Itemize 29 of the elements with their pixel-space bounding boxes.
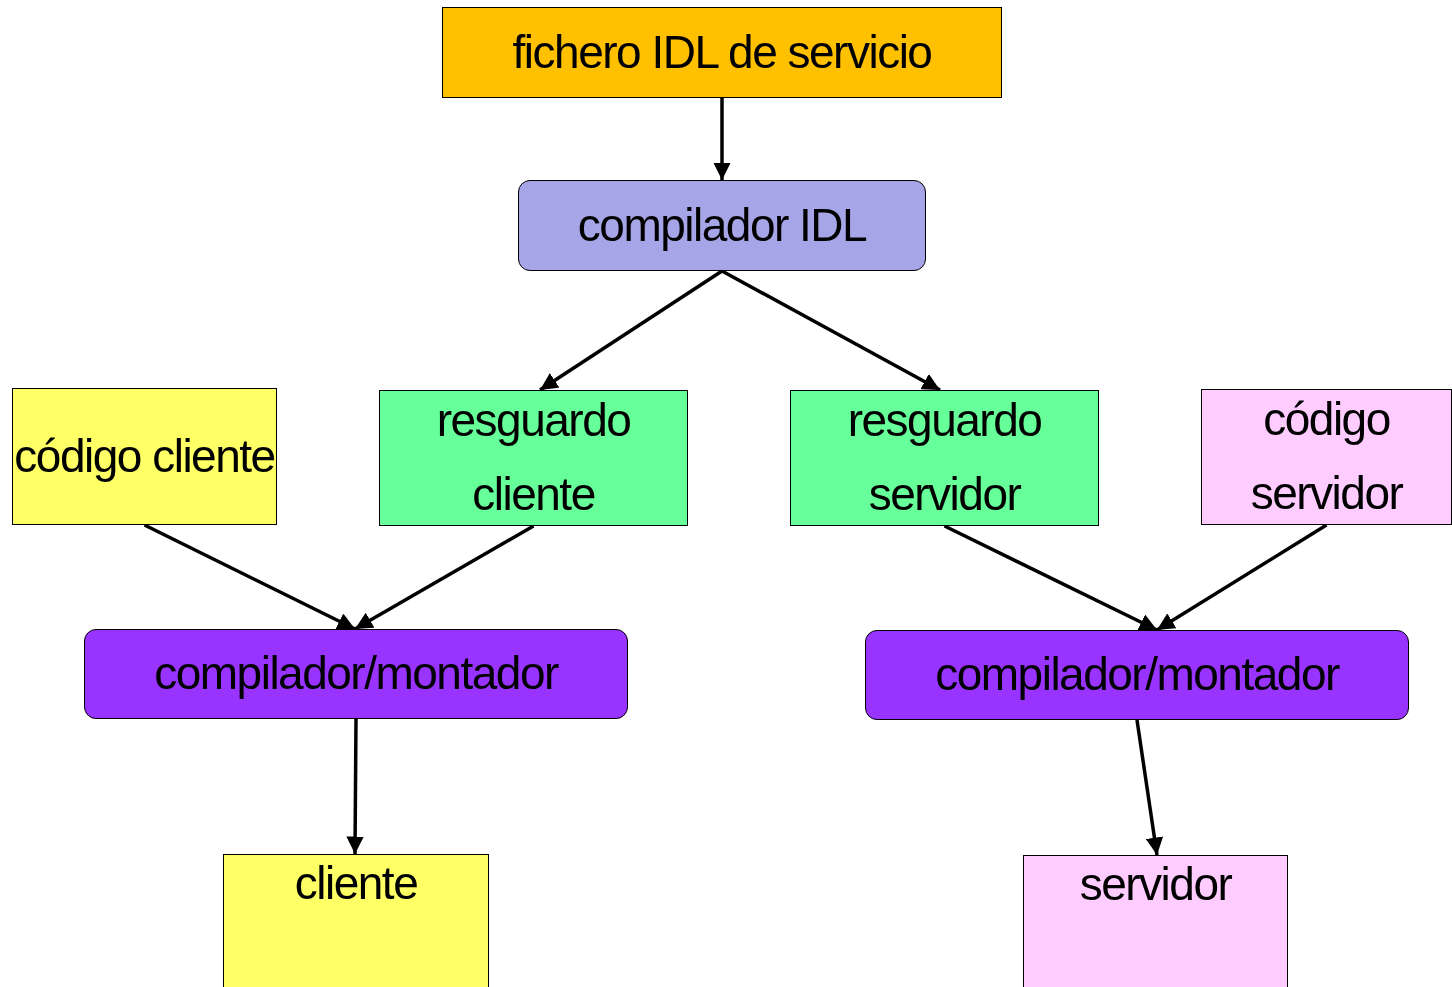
node-label: código servidor — [1249, 392, 1404, 521]
stub-box — [379, 390, 688, 526]
arrow — [1135, 719, 1164, 856]
code-box — [1201, 389, 1452, 525]
arrow — [143, 523, 356, 631]
output-box — [223, 854, 489, 987]
stub-box — [790, 390, 1099, 526]
node-label: cliente — [294, 856, 418, 912]
node-label: compilador/montador — [154, 646, 558, 702]
code-box — [12, 388, 277, 525]
output-box — [1023, 855, 1288, 987]
arrow — [346, 719, 364, 854]
node-label: resguardo cliente — [435, 393, 632, 522]
process-box — [865, 630, 1409, 720]
arrow — [354, 524, 535, 631]
process-box — [518, 180, 926, 271]
node-label: fichero IDL de servicio — [512, 24, 932, 80]
process-box — [84, 629, 628, 719]
node-label: resguardo servidor — [846, 393, 1043, 522]
node-label: compilador IDL — [577, 197, 867, 253]
arrow — [1156, 523, 1328, 632]
node-label: compilador/montador — [935, 647, 1339, 703]
arrow — [721, 269, 941, 392]
arrow — [713, 98, 731, 180]
node-label: código cliente — [14, 428, 275, 484]
node-label: servidor — [1079, 857, 1232, 913]
file-box — [442, 7, 1002, 98]
arrow — [539, 269, 723, 392]
arrow — [943, 524, 1158, 632]
